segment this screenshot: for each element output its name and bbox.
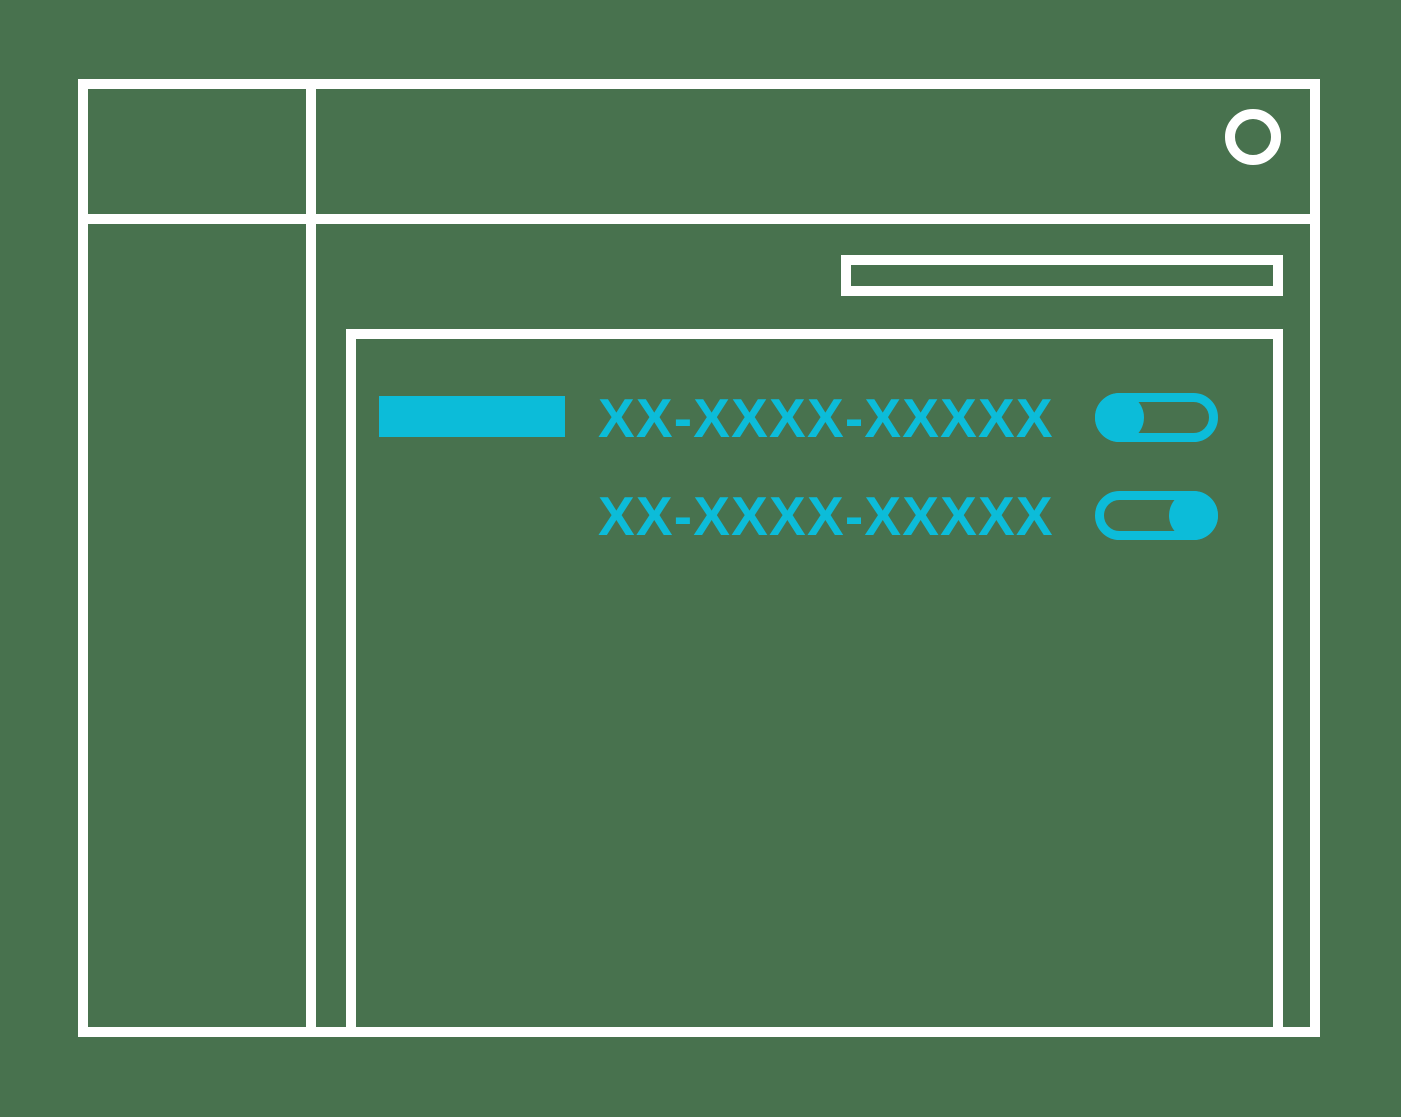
toggle-knob[interactable] <box>1095 393 1144 442</box>
code-value: XX-XXXX-XXXXX <box>598 387 1054 449</box>
sidebar-divider <box>306 79 316 1037</box>
field-label-block <box>379 396 565 437</box>
header-divider <box>78 214 1320 224</box>
code-value: XX-XXXX-XXXXX <box>598 485 1054 547</box>
content-panel <box>346 329 1283 1037</box>
toggle-knob[interactable] <box>1169 491 1218 540</box>
avatar-icon[interactable] <box>1225 109 1281 165</box>
toggle-switch[interactable] <box>1095 491 1218 540</box>
search-input[interactable] <box>841 255 1283 296</box>
toggle-switch[interactable] <box>1095 393 1218 442</box>
